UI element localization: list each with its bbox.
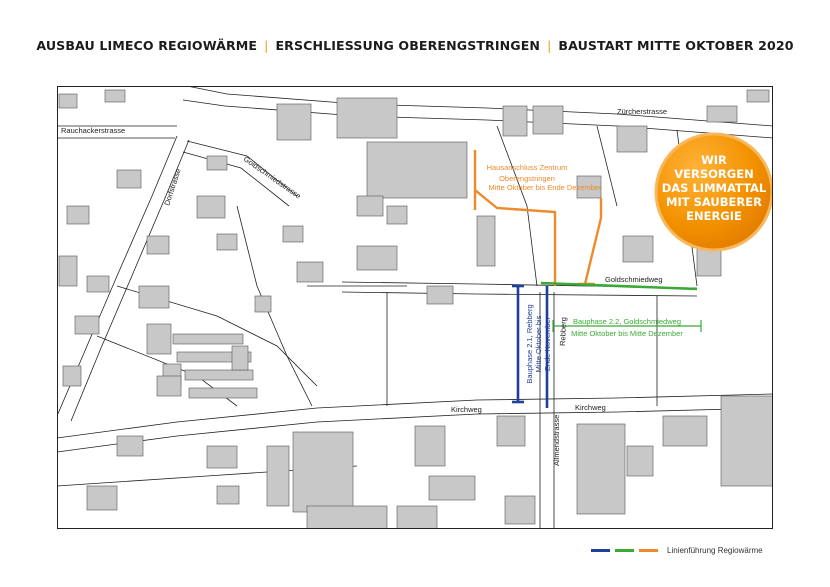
label-goldschmiedweg: Goldschmiedweg [605,275,663,284]
label-kirchweg-right: Kirchweg [575,403,606,412]
blue-annotation-line1: Bauphase 2.1, Rebberg [525,304,534,383]
route-blue [512,284,549,408]
badge-line4: MIT SAUBERER [666,195,762,209]
energy-badge: WIR VERSORGEN DAS LIMMATTAL MIT SAUBERER… [654,132,773,252]
buildings [58,89,773,529]
title-separator: | [264,38,269,53]
orange-annotation-line3: Mitte Oktober bis Ende Dezember [489,183,602,192]
label-rebberg: Rebberg [558,317,568,346]
badge-line5: ENERGIE [686,209,742,223]
map-frame [57,86,773,529]
site-map[interactable]: Zürcherstrasse Rauchackerstrasse Goldsch… [57,86,773,529]
map-canvas: Zürcherstrasse Rauchackerstrasse Goldsch… [57,86,773,529]
title-part-area: ERSCHLIESSUNG OBERENGSTRINGEN [275,38,541,53]
orange-annotation-line2: Oberengstringen [499,174,555,183]
legend-label: Linienführung Regiowärme [667,545,763,555]
title-separator: | [547,38,552,53]
badge-line3: DAS LIMMATTAL [662,181,767,195]
label-zuercherstrasse: Zürcherstrasse [617,107,667,116]
label-dorfstrasse: Dorfstrasse [162,167,182,206]
title-part-project: AUSBAU LIMECO REGIOWÄRME [36,38,258,53]
orange-annotation-line1: Hausanschluss Zentrum [487,163,568,172]
route-green [540,281,698,291]
legend-swatch-green [615,548,634,552]
green-annotation-line1: Bauphase 2.2, Goldschmiedweg [573,317,681,326]
label-kirchweg-left: Kirchweg [451,405,482,414]
map-legend: Linienführung Regiowärme [591,543,763,557]
map-title: AUSBAU LIMECO REGIOWÄRME | ERSCHLIESSUNG O… [0,38,830,53]
title-part-start: BAUSTART MITTE OKTOBER 2020 [558,38,794,53]
legend-swatch-blue [591,548,610,552]
label-allmendstrasse: Allmendstrasse [552,415,561,466]
label-rauchackerstrasse: Rauchackerstrasse [61,126,125,135]
label-goldschmiedstrasse: Goldschmiedstrasse [242,154,303,200]
green-annotation-line2: Mitte Oktober bis Mitte Dezember [571,329,683,338]
badge-line1: WIR [701,153,727,167]
badge-line2: VERSORGEN [674,167,753,181]
blue-annotation-line2: Mitte Oktober bis [534,315,543,372]
blue-annotation-line3: Ende November [543,316,552,371]
green-dimension [552,320,702,332]
legend-swatch-orange [639,548,658,552]
